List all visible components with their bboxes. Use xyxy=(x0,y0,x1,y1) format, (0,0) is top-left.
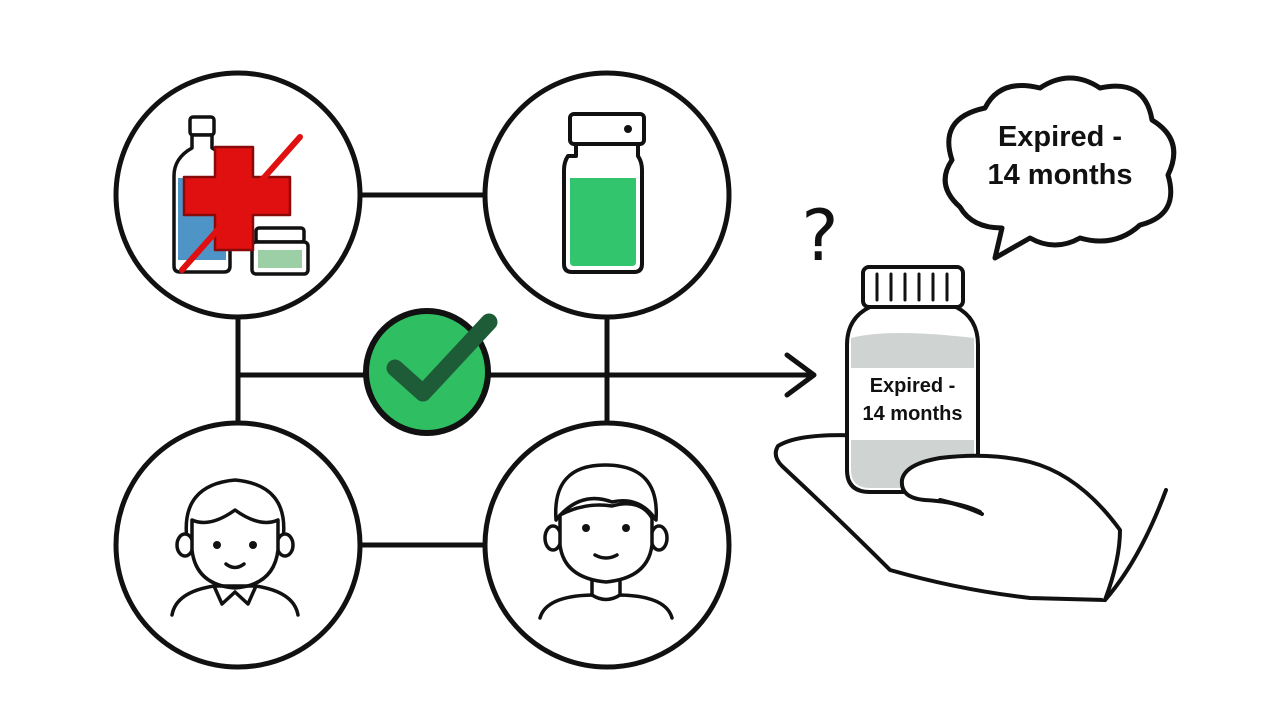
smile xyxy=(593,553,619,560)
shoulders xyxy=(170,584,300,617)
bottle-cap xyxy=(188,115,216,137)
person-with-collar-icon xyxy=(170,478,300,617)
neck xyxy=(590,578,622,597)
left-eye xyxy=(213,541,221,549)
medicine-vial-icon xyxy=(562,112,646,274)
right-eye xyxy=(622,524,630,532)
cloud-outline xyxy=(942,75,1177,261)
crossed-out-medicines-icon xyxy=(172,115,310,276)
right-eye xyxy=(249,541,257,549)
hair xyxy=(554,463,658,522)
speech-bubble-line2: 14 months xyxy=(987,159,1133,191)
collar xyxy=(212,584,258,606)
left-eye xyxy=(582,524,590,532)
speech-bubble-cloud xyxy=(942,75,1177,261)
face xyxy=(558,502,654,584)
shoulders xyxy=(538,593,674,620)
jar-lid xyxy=(254,226,306,244)
bottle-label-line2: 14 months xyxy=(862,403,963,425)
pill-bottle-icon xyxy=(845,265,980,494)
speech-bubble-text: Expired - 14 months xyxy=(940,118,1180,194)
bottle-label-line1: Expired - xyxy=(869,375,956,397)
cap-ridges xyxy=(875,272,949,302)
hand-thumb xyxy=(899,453,1122,602)
smile xyxy=(224,562,246,570)
thumb-crease xyxy=(938,498,984,516)
hand-holding-bottle-icon xyxy=(773,265,1168,602)
strike-line xyxy=(179,134,303,273)
grid-connectors xyxy=(235,192,610,548)
red-cross-icon xyxy=(182,145,292,252)
vial-cap xyxy=(568,112,646,146)
bottle-label xyxy=(851,368,974,440)
vial-liquid xyxy=(570,178,636,266)
green-checkmark-icon xyxy=(363,308,498,436)
check-circle xyxy=(363,308,491,436)
jar-fill xyxy=(258,250,302,268)
vial-cap-dot xyxy=(624,125,632,133)
flow-arrow-head xyxy=(784,352,817,398)
question-mark: ? xyxy=(801,195,839,277)
speech-bubble-line1: Expired - xyxy=(997,121,1123,153)
bottle-label-text: Expired - 14 months xyxy=(845,372,980,428)
face xyxy=(190,508,280,590)
check-mark xyxy=(386,313,498,402)
person-icon xyxy=(538,463,674,620)
